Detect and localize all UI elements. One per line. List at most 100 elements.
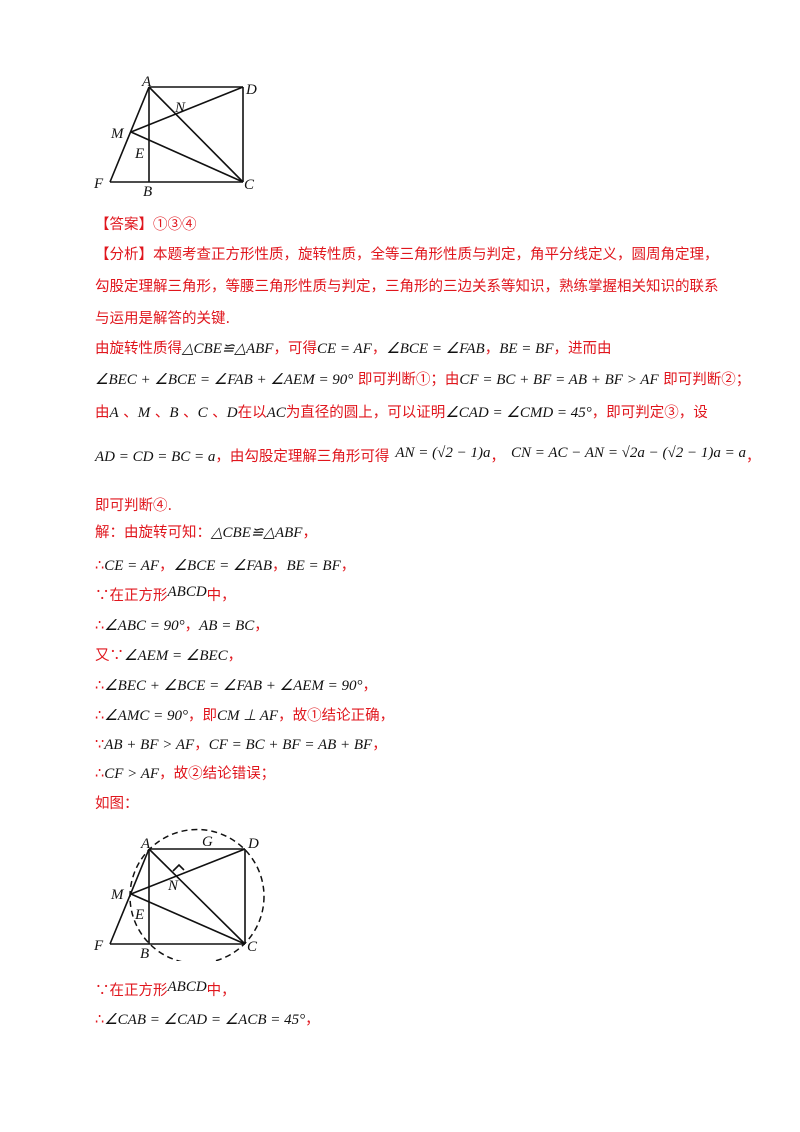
text: 由旋转性质得	[95, 341, 182, 357]
analysis-bracket: 【分析】	[95, 247, 153, 263]
text: ∵在正方形	[95, 588, 168, 604]
formula: ABCD	[167, 979, 207, 995]
formula: CF = BC + BF = AB + BF > AF	[459, 372, 659, 388]
fig2-label-m: M	[110, 887, 125, 903]
text: 解：由旋转可知：	[95, 525, 211, 541]
formula: ∠ABC = 90°	[104, 618, 185, 634]
text: ，	[184, 618, 200, 634]
formula: CE = AF	[316, 341, 372, 357]
analysis-line-2: 勾股定理解三角形，等腰三角形性质与判定，三角形的三边关系等知识，熟练掌握相关知识…	[95, 279, 719, 295]
text: 、	[150, 405, 170, 421]
text: ，	[484, 341, 500, 357]
text: ，即可判定③，设	[591, 405, 708, 421]
fig1-label-e: E	[134, 146, 144, 162]
text: ，	[305, 1012, 320, 1028]
fig2-label-e: E	[134, 907, 144, 923]
formula: ∠CAB = ∠CAD = ∠ACB = 45°	[104, 1012, 306, 1028]
solution-line-11: ∵在正方形ABCD中，	[95, 979, 236, 1001]
fig1-label-n: N	[174, 100, 186, 116]
solution-line-5: 又∵∠AEM = ∠BEC，	[95, 646, 242, 666]
analysis-line-3: 与运用是解答的关键.	[95, 311, 231, 327]
answer-value: ①③④	[153, 217, 197, 233]
text: ，	[746, 449, 761, 465]
text: 、	[178, 405, 198, 421]
figure-2: A G D N M E F B C	[88, 826, 288, 961]
solution-line-2: ∴CE = AF，∠BCE = ∠FAB，BE = BF，	[95, 556, 355, 576]
text: ，	[254, 618, 269, 634]
fig2-label-n: N	[167, 878, 179, 894]
solution-line-6: ∴∠BEC + ∠BCE = ∠FAB + ∠AEM = 90°，	[95, 676, 377, 696]
formula: A	[109, 405, 119, 421]
fig2-label-a: A	[140, 836, 151, 852]
text: ，由勾股定理解三角形可得	[215, 449, 390, 465]
text: ∴	[95, 558, 105, 574]
formula: △CBE≌△ABF	[182, 341, 274, 357]
formula: CN = AC − AN = √2a − (√2 − 1)a = a	[511, 445, 747, 461]
text: ∴	[95, 766, 105, 782]
text: ，	[302, 525, 317, 541]
solution-line-3: ∵在正方形ABCD中，	[95, 584, 236, 606]
fig2-label-d: D	[247, 836, 259, 852]
text: ，	[490, 449, 506, 465]
analysis-line-4: 由旋转性质得△CBE≌△ABF，可得CE = AF，∠BCE = ∠FAB，BE…	[95, 339, 612, 359]
formula: C	[197, 405, 208, 421]
text: 中，	[206, 983, 236, 999]
formula: CF > AF	[104, 766, 160, 782]
text: 即可判断①；由	[353, 372, 460, 388]
formula: CE = AF	[104, 558, 160, 574]
text: ∵在正方形	[95, 983, 168, 999]
formula: ∠BEC + ∠BCE = ∠FAB + ∠AEM = 90°	[95, 372, 354, 388]
text: ∵	[95, 737, 105, 753]
text: 在以	[237, 405, 267, 421]
formula: CM ⊥ AF	[216, 708, 279, 724]
formula: M	[137, 405, 151, 421]
fig1-label-a: A	[141, 74, 152, 90]
formula: D	[226, 405, 238, 421]
solution-line-9: ∴CF > AF，故②结论错误；	[95, 764, 275, 784]
text: ∴	[95, 618, 105, 634]
answer-bracket: 【答案】	[95, 217, 153, 233]
text: ，即	[187, 708, 217, 724]
text: 由	[95, 405, 110, 421]
formula: BE = BF	[499, 341, 554, 357]
solution-line-8: ∵AB + BF > AF，CF = BC + BF = AB + BF，	[95, 735, 387, 755]
formula: ∠AEM = ∠BEC	[124, 648, 228, 664]
formula: AB = BC	[199, 618, 255, 634]
fig1-label-d: D	[245, 82, 257, 98]
fig2-label-c: C	[247, 939, 258, 955]
formula: ∠BCE = ∠FAB	[173, 558, 272, 574]
analysis-line-7: AD = CD = BC = a，由勾股定理解三角形可得 AN = (√2 − 1…	[95, 445, 761, 467]
analysis-line-8: 即可判断④.	[95, 498, 173, 514]
fig1-label-f: F	[93, 176, 104, 192]
text: ，进而由	[553, 341, 612, 357]
formula: AD = CD = BC = a	[95, 449, 216, 465]
fig1-label-b: B	[143, 184, 152, 197]
fig2-label-b: B	[140, 946, 149, 961]
text: ，	[159, 558, 174, 574]
analysis-line-5: ∠BEC + ∠BCE = ∠FAB + ∠AEM = 90° 即可判断①；由C…	[95, 370, 750, 390]
solution-line-4: ∴∠ABC = 90°，AB = BC，	[95, 616, 269, 636]
text: ，可得	[273, 341, 317, 357]
solution-line-1: 解：由旋转可知：△CBE≌△ABF，	[95, 523, 317, 543]
text: ∴	[95, 708, 105, 724]
formula: AC	[266, 405, 286, 421]
formula: AB + BF > AF	[104, 737, 195, 753]
formula: B	[169, 405, 179, 421]
formula: CF = BC + BF = AB + BF	[208, 737, 373, 753]
text: ，故②结论错误；	[159, 766, 276, 782]
formula: ∠AMC = 90°	[104, 708, 188, 724]
solution-line-7: ∴∠AMC = 90°，即CM ⊥ AF，故①结论正确，	[95, 706, 394, 726]
figure-1: A D N M E F B C	[88, 72, 268, 197]
text: 为直径的圆上，可以证明	[285, 405, 446, 421]
analysis-line-6: 由A 、M 、B 、C 、D在以AC为直径的圆上，可以证明∠CAD = ∠CMD…	[95, 403, 708, 423]
analysis-text-1: 本题考查正方形性质，旋转性质，全等三角形性质与判定，角平分线定义，圆周角定理，	[153, 247, 719, 263]
analysis-line-1: 【分析】本题考查正方形性质，旋转性质，全等三角形性质与判定，角平分线定义，圆周角…	[95, 245, 719, 265]
text: ∴	[95, 678, 105, 694]
formula: AN = (√2 − 1)a	[395, 445, 491, 461]
formula: ∠BEC + ∠BCE = ∠FAB + ∠AEM = 90°	[104, 678, 363, 694]
fig1-label-m: M	[110, 126, 125, 142]
text: ∴	[95, 1012, 105, 1028]
text: ，	[362, 678, 378, 694]
formula: ∠BCE = ∠FAB	[386, 341, 485, 357]
text: ，	[340, 558, 356, 574]
